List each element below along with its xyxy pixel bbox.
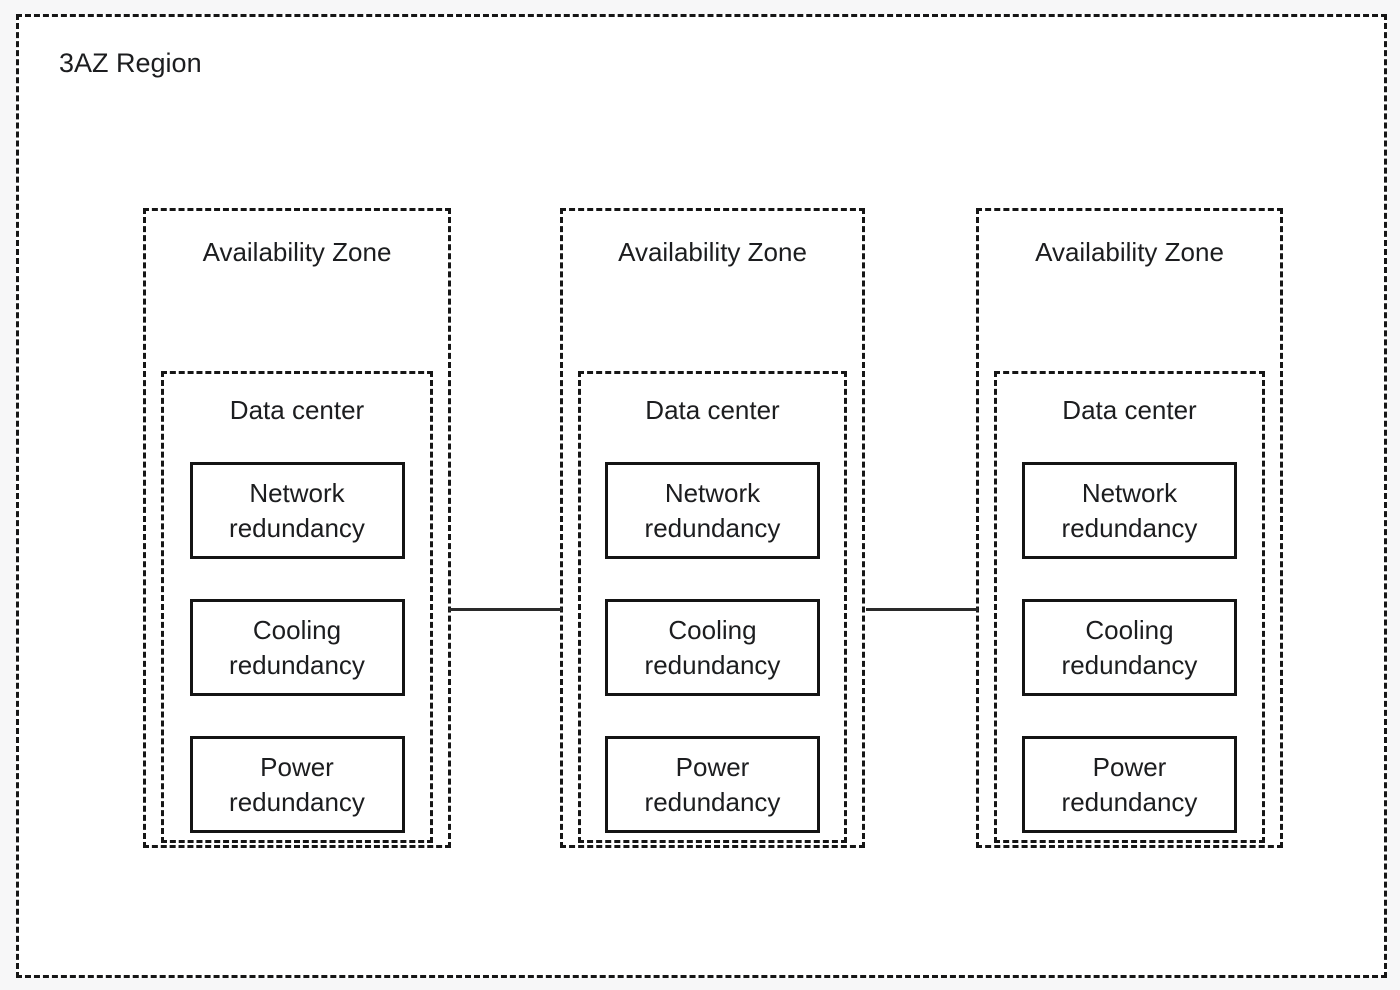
region-label: 3AZ Region: [59, 48, 202, 78]
data-center-box-2: Data center Network redundancy Cooling r…: [578, 371, 847, 843]
network-redundancy-box: Network redundancy: [189, 462, 405, 559]
region-box: 3AZ Region Availability Zone Data center…: [16, 14, 1387, 978]
data-center-label: Data center: [1062, 395, 1197, 425]
data-center-box-1: Data center Network redundancy Cooling r…: [161, 371, 433, 843]
data-center-box-3: Data center Network redundancy Cooling r…: [994, 371, 1265, 843]
cooling-redundancy-box: Cooling redundancy: [1022, 599, 1237, 696]
data-center-label: Data center: [645, 395, 780, 425]
availability-zone-1: Availability Zone Data center Network re…: [143, 208, 451, 848]
network-redundancy-box: Network redundancy: [605, 462, 820, 559]
cooling-redundancy-box: Cooling redundancy: [189, 599, 405, 696]
az-connector-line-2: [866, 608, 978, 611]
network-redundancy-box: Network redundancy: [1022, 462, 1237, 559]
power-redundancy-box: Power redundancy: [605, 736, 820, 833]
availability-zone-label: Availability Zone: [202, 237, 392, 267]
availability-zone-label: Availability Zone: [618, 237, 807, 267]
availability-zone-label: Availability Zone: [1035, 237, 1224, 267]
availability-zone-3: Availability Zone Data center Network re…: [976, 208, 1283, 848]
data-center-label: Data center: [229, 395, 365, 425]
cooling-redundancy-box: Cooling redundancy: [605, 599, 820, 696]
availability-zone-2: Availability Zone Data center Network re…: [560, 208, 865, 848]
power-redundancy-box: Power redundancy: [1022, 736, 1237, 833]
az-connector-line-1: [449, 608, 562, 611]
power-redundancy-box: Power redundancy: [189, 736, 405, 833]
